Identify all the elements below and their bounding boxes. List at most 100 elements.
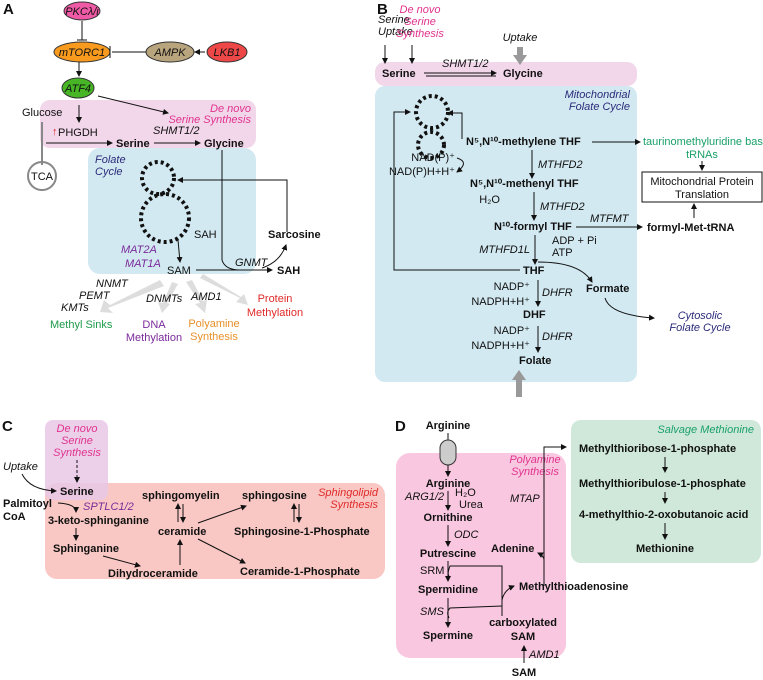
lkb1-label: LKB1 [214,47,241,59]
methyl-sink-arrows [100,274,248,313]
serine-label-b: Serine [382,68,416,80]
ampk-label: AMPK [153,47,186,59]
adenine-label: Adenine [491,543,534,555]
mito-folate-loop-lower [416,130,446,160]
salvage-methionine-label: Salvage Methionine [657,424,754,436]
trnas-label: tRNAs [686,149,718,161]
sptlc-label: SPTLC1/2 [83,501,134,513]
nadp-plus-label: NAD(P)⁺ [411,152,455,164]
svg-text:Synthesis: Synthesis [53,447,101,459]
phgdh-label: PHGDH [58,127,98,139]
taurinomethyluridine-label: taurinomethyluridine base [643,136,763,148]
de-novo-label: De novo [210,103,251,115]
sah-output-label: SAH [277,265,300,277]
nadph-label-2: NADPH+H⁺ [471,340,530,352]
mtap-label: MTAP [510,493,540,505]
mthfd1l-label: MTHFD1L [479,244,530,256]
serine-label: Serine [116,138,150,150]
coa-label: CoA [3,511,26,523]
atf4-label: ATF4 [64,83,91,95]
mtorc1-label: mTORC1 [59,47,105,59]
dna-methylation-label: Methylation [126,332,182,344]
kmts-label: KMTs [61,302,89,314]
nadp-label-1: NADP⁺ [494,281,531,293]
mito-protein-label: Mitochondrial Protein [650,176,753,188]
panel-label-c: C [2,418,13,435]
formate-label: Formate [586,283,629,295]
polyamine-label-d: Polyamine [509,454,560,466]
methylthio-oxobutanoic-label: 4-methylthio-2-oxobutanoic acid [579,509,748,521]
pkc-node [63,1,101,21]
panel-a: A PKCλ/ι mTORC1 AMPK LKB1 ATF4 De novo S… [3,1,321,344]
dihydroceramide-label: Dihydroceramide [108,568,198,580]
svg-text:Serine: Serine [61,435,93,447]
sphingosine-1-phosphate-label: Sphingosine-1-Phosphate [234,526,370,538]
atp-label: ATP [552,247,573,259]
shmt-label-b: SHMT1/2 [442,58,488,70]
sphingolipid-label: Sphingolipid [318,487,379,499]
keto-sphinganine-label: 3-keto-sphinganine [48,515,149,527]
dhf-label: DHF [523,309,546,321]
cytosolic-folate-cycle-label: Folate Cycle [669,322,730,334]
panel-b: B Serine Uptake De novo Serine Synthesis… [375,1,763,397]
cycle-label: Cycle [95,166,123,178]
glycine-label-b: Glycine [503,68,543,80]
glycine-uptake-label: Uptake [503,32,538,44]
up-arrow-icon: ↑ [52,126,58,138]
carboxylated-label: carboxylated [489,617,557,629]
folate-cycle-loop [140,160,176,196]
svg-text:Serine: Serine [404,16,436,28]
thf-label: THF [523,265,545,277]
ceramide-label: ceramide [158,526,206,538]
de-novo-label-c: De novo [57,423,98,435]
serine-label-c: Serine [60,486,94,498]
sam-label: SAM [167,265,191,277]
dna-label: DNA [142,319,166,331]
polyamine-label: Polyamine [188,318,239,330]
sms-label: SMS [420,606,445,618]
panel-label-b: B [377,1,388,18]
mitochondrial-region [375,86,637,382]
urea-label: Urea [459,499,484,511]
methionine-cycle-loop [139,192,191,244]
lkb1-node [206,41,248,63]
shmt-label: SHMT1/2 [153,125,199,137]
methyl-sinks-label: Methyl Sinks [50,319,113,331]
h2o-label-d: H₂O [455,487,476,499]
folate-uptake-arrow [512,370,526,397]
folate-cycle-label-b: Folate Cycle [569,101,630,113]
mito-protein-translation-box [641,171,763,203]
ceramide-1-phosphate-label: Ceramide-1-Phosphate [240,566,360,578]
methylthioribose-label: Methylthioribose-1-phosphate [579,443,736,455]
nadph-label: NAD(P)H+H⁺ [389,166,455,178]
sphingosine-label: sphingosine [242,490,307,502]
methylthioribulose-label: Methylthioribulose-1-phosphate [579,478,746,490]
formyl-thf-label: N¹⁰-formyl THF [494,221,572,233]
putrescine-label: Putrescine [420,548,476,560]
folate-label: Folate [95,154,126,166]
methionine-label: Methionine [636,543,694,555]
sarcosine-return-arrow [177,177,288,232]
nadp-label-2: NADP⁺ [494,325,531,337]
pemt-label: PEMT [79,290,111,302]
glucose-label: Glucose [22,107,62,119]
sphinganine-label: Sphinganine [53,543,119,555]
sah-cycle-label: SAH [194,229,217,241]
polyamine-synthesis-label: Synthesis [190,331,238,343]
nnmt-label: NNMT [96,278,129,290]
h2o-label-b: H₂O [479,194,500,206]
panel-label-a: A [3,1,14,18]
formyl-met-trna-label: formyl-Met-tRNA [647,222,734,234]
carboxylated-sam-label: SAM [511,631,535,643]
palmitoyl-label: Palmitoyl [3,498,52,510]
svg-text:Uptake: Uptake [378,26,413,38]
de-novo-serine-region [40,100,256,148]
dnmts-label: DNMTs [146,293,183,305]
methylthioadenosine-label: Methylthioadenosine [519,581,628,593]
de-novo-label-b: De novo [400,4,441,16]
nadph-label-1: NADPH+H⁺ [471,296,530,308]
protein-label: Protein [258,293,293,305]
sphingolipid-region [45,483,385,579]
translation-label: Translation [675,189,729,201]
